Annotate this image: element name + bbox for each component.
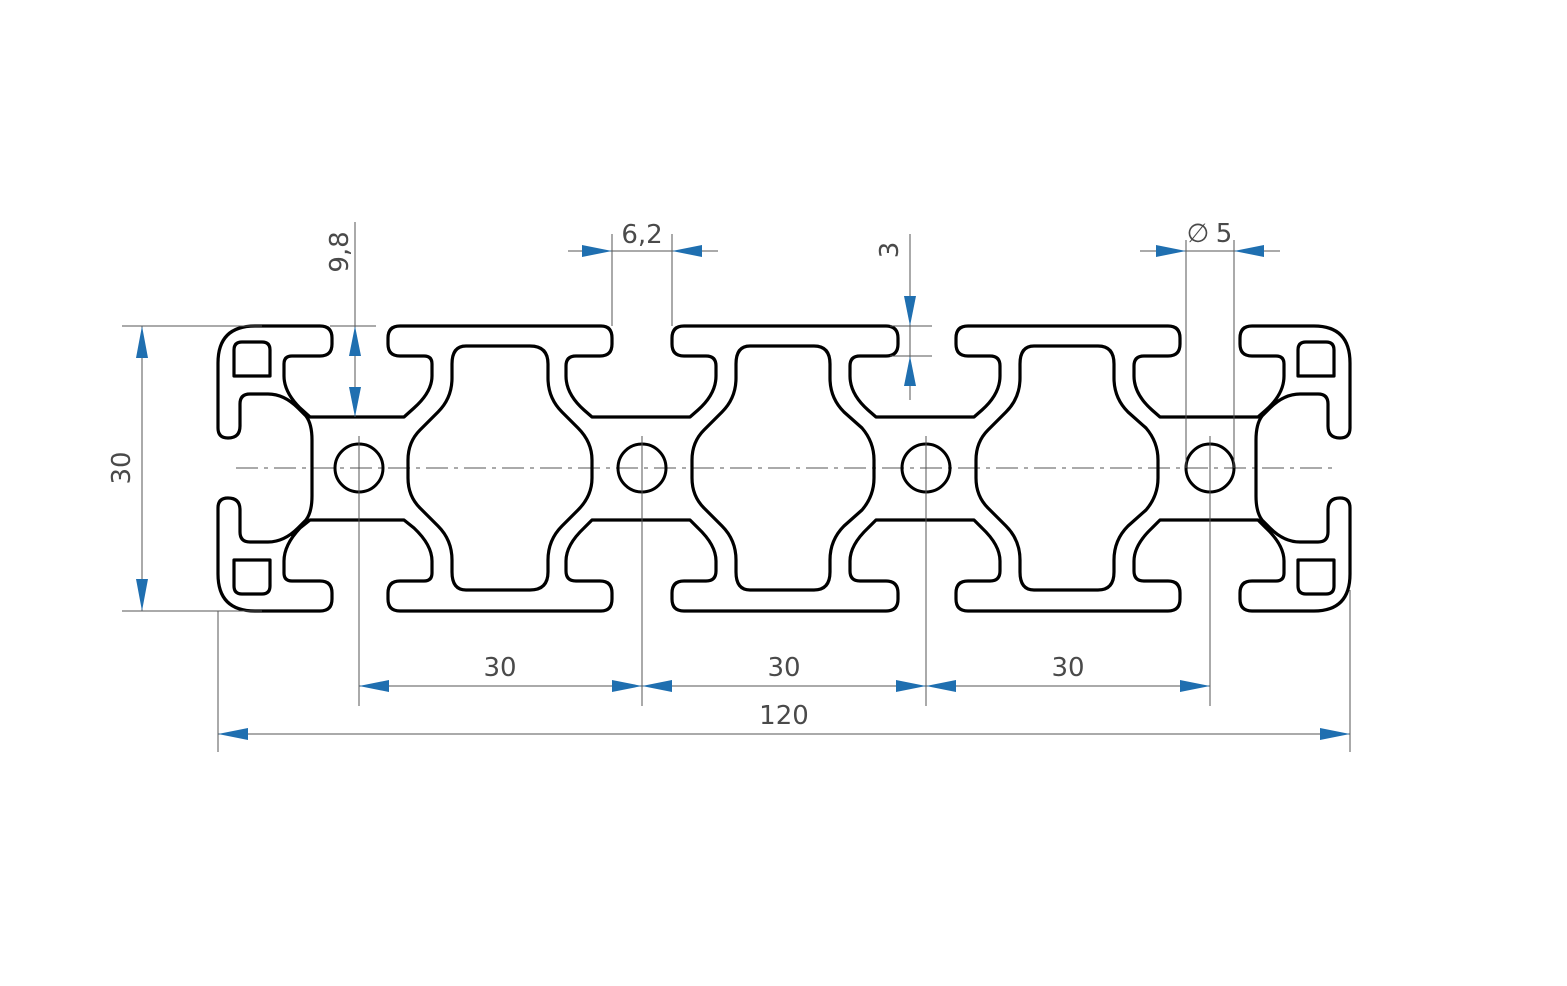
- height-label: 30: [107, 451, 137, 484]
- pitch-label-3: 30: [1051, 653, 1084, 683]
- pitch-label-1: 30: [483, 653, 516, 683]
- dimension-bore: ∅ 5: [1140, 219, 1280, 468]
- diameter-symbol: ∅: [1187, 219, 1210, 249]
- hole-label: 5: [1216, 219, 1233, 249]
- bore-center-marks: [358, 436, 1211, 706]
- dimension-total-width: 120: [217, 590, 1351, 752]
- dimension-height: 30: [107, 325, 262, 612]
- wall-label: 3: [875, 242, 905, 259]
- slot-width-label: 6,2: [621, 220, 662, 250]
- total-width-label: 120: [759, 701, 809, 731]
- dimension-wall: 3: [875, 234, 932, 400]
- dimension-pitch: 30 30 30: [359, 653, 1210, 692]
- pitch-label-2: 30: [767, 653, 800, 683]
- slot-depth-label: 9,8: [325, 231, 355, 272]
- dimension-slot-depth: 9,8: [325, 222, 376, 417]
- dimension-slot-width: 6,2: [568, 220, 718, 326]
